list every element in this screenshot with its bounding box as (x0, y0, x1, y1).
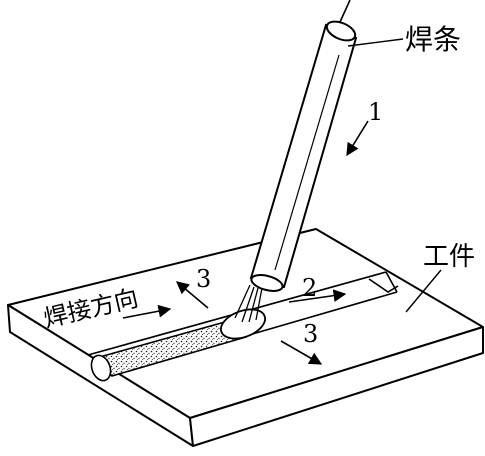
workpiece-leader (405, 269, 442, 313)
bead-end (90, 354, 112, 382)
motion-arrow-3-left (176, 281, 209, 309)
workpiece-label: 工件 (423, 242, 475, 272)
motion-label-2: 2 (302, 274, 317, 302)
motion-arrow-1 (346, 120, 369, 157)
motion-label-3-right: 3 (303, 320, 318, 348)
direction-arrow (122, 304, 172, 319)
electrode-rod (249, 20, 358, 292)
electrode-leader (347, 38, 404, 47)
motion-arrow-2 (288, 289, 347, 303)
electrode-label: 焊条 (405, 23, 461, 56)
electrode-holder-line (339, 0, 351, 23)
plate-right-face (189, 326, 484, 447)
motion-arrow-3-right (280, 340, 323, 365)
weld-pool (220, 308, 266, 340)
motion-label-1: 1 (368, 98, 383, 126)
arc-rays (234, 284, 263, 323)
motion-label-3-left: 3 (196, 265, 211, 293)
